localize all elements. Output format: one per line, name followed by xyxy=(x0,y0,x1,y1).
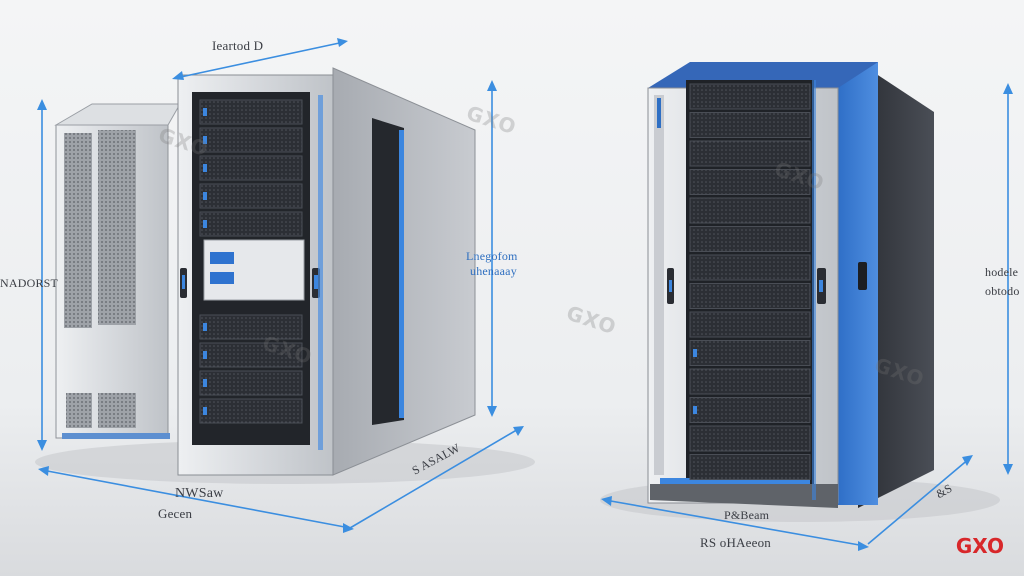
rack-unit xyxy=(199,99,303,125)
rack-panel-indicator xyxy=(210,252,234,264)
rack-panel-indicator xyxy=(210,272,234,284)
rack-unit xyxy=(199,183,303,209)
left-height-label: NADORST xyxy=(0,276,59,290)
rack-unit xyxy=(689,254,811,281)
rack-unit xyxy=(199,314,303,340)
rack-unit xyxy=(689,169,811,195)
rack-unit-led xyxy=(203,379,207,387)
top-width-label: Ieartod D xyxy=(212,38,264,53)
rack-unit xyxy=(199,155,303,181)
rack-unit-led xyxy=(203,220,207,228)
middle-side-label-1: Lnegofom xyxy=(466,249,518,263)
rack-unit xyxy=(689,226,811,252)
right-height-label-2: obtodo xyxy=(985,284,1020,298)
rack-unit xyxy=(199,127,303,153)
rack-unit xyxy=(689,368,811,395)
rack-unit xyxy=(199,398,303,424)
rack-unit-led xyxy=(693,406,697,414)
right-front-label-1: P&Beam xyxy=(724,508,770,522)
middle-side-label-2: uhenaaay xyxy=(470,264,517,278)
left-front-label-1: NWSaw xyxy=(175,486,224,501)
rack-unit-led xyxy=(203,351,207,359)
rack-unit xyxy=(689,197,811,224)
rack-unit xyxy=(199,370,303,396)
rack-unit-led xyxy=(203,164,207,172)
rack-unit-led xyxy=(693,349,697,357)
right-height-label-1: hodele xyxy=(985,265,1019,279)
rack-unit xyxy=(689,140,811,167)
rack-unit-led xyxy=(203,323,207,331)
rack-panel xyxy=(203,239,305,301)
left-front-label-2: Gecen xyxy=(158,506,193,521)
rack-unit-led xyxy=(203,136,207,144)
rack-unit xyxy=(199,211,303,237)
rack-unit xyxy=(689,283,811,309)
rack-unit xyxy=(199,342,303,368)
rack-unit-led xyxy=(203,192,207,200)
rack-unit xyxy=(689,311,811,338)
rack-unit xyxy=(689,425,811,452)
brand-logo-text: GXO xyxy=(955,534,1004,558)
rack-unit xyxy=(689,454,811,480)
right-front-label-2: RS oHAeeon xyxy=(700,535,771,550)
dimension-lines xyxy=(37,38,1013,551)
rack-unit xyxy=(689,340,811,366)
rack-unit xyxy=(689,83,811,110)
rack-unit-led xyxy=(203,407,207,415)
rack-unit xyxy=(689,112,811,138)
rack-unit-led xyxy=(203,108,207,116)
rack-unit xyxy=(689,397,811,423)
